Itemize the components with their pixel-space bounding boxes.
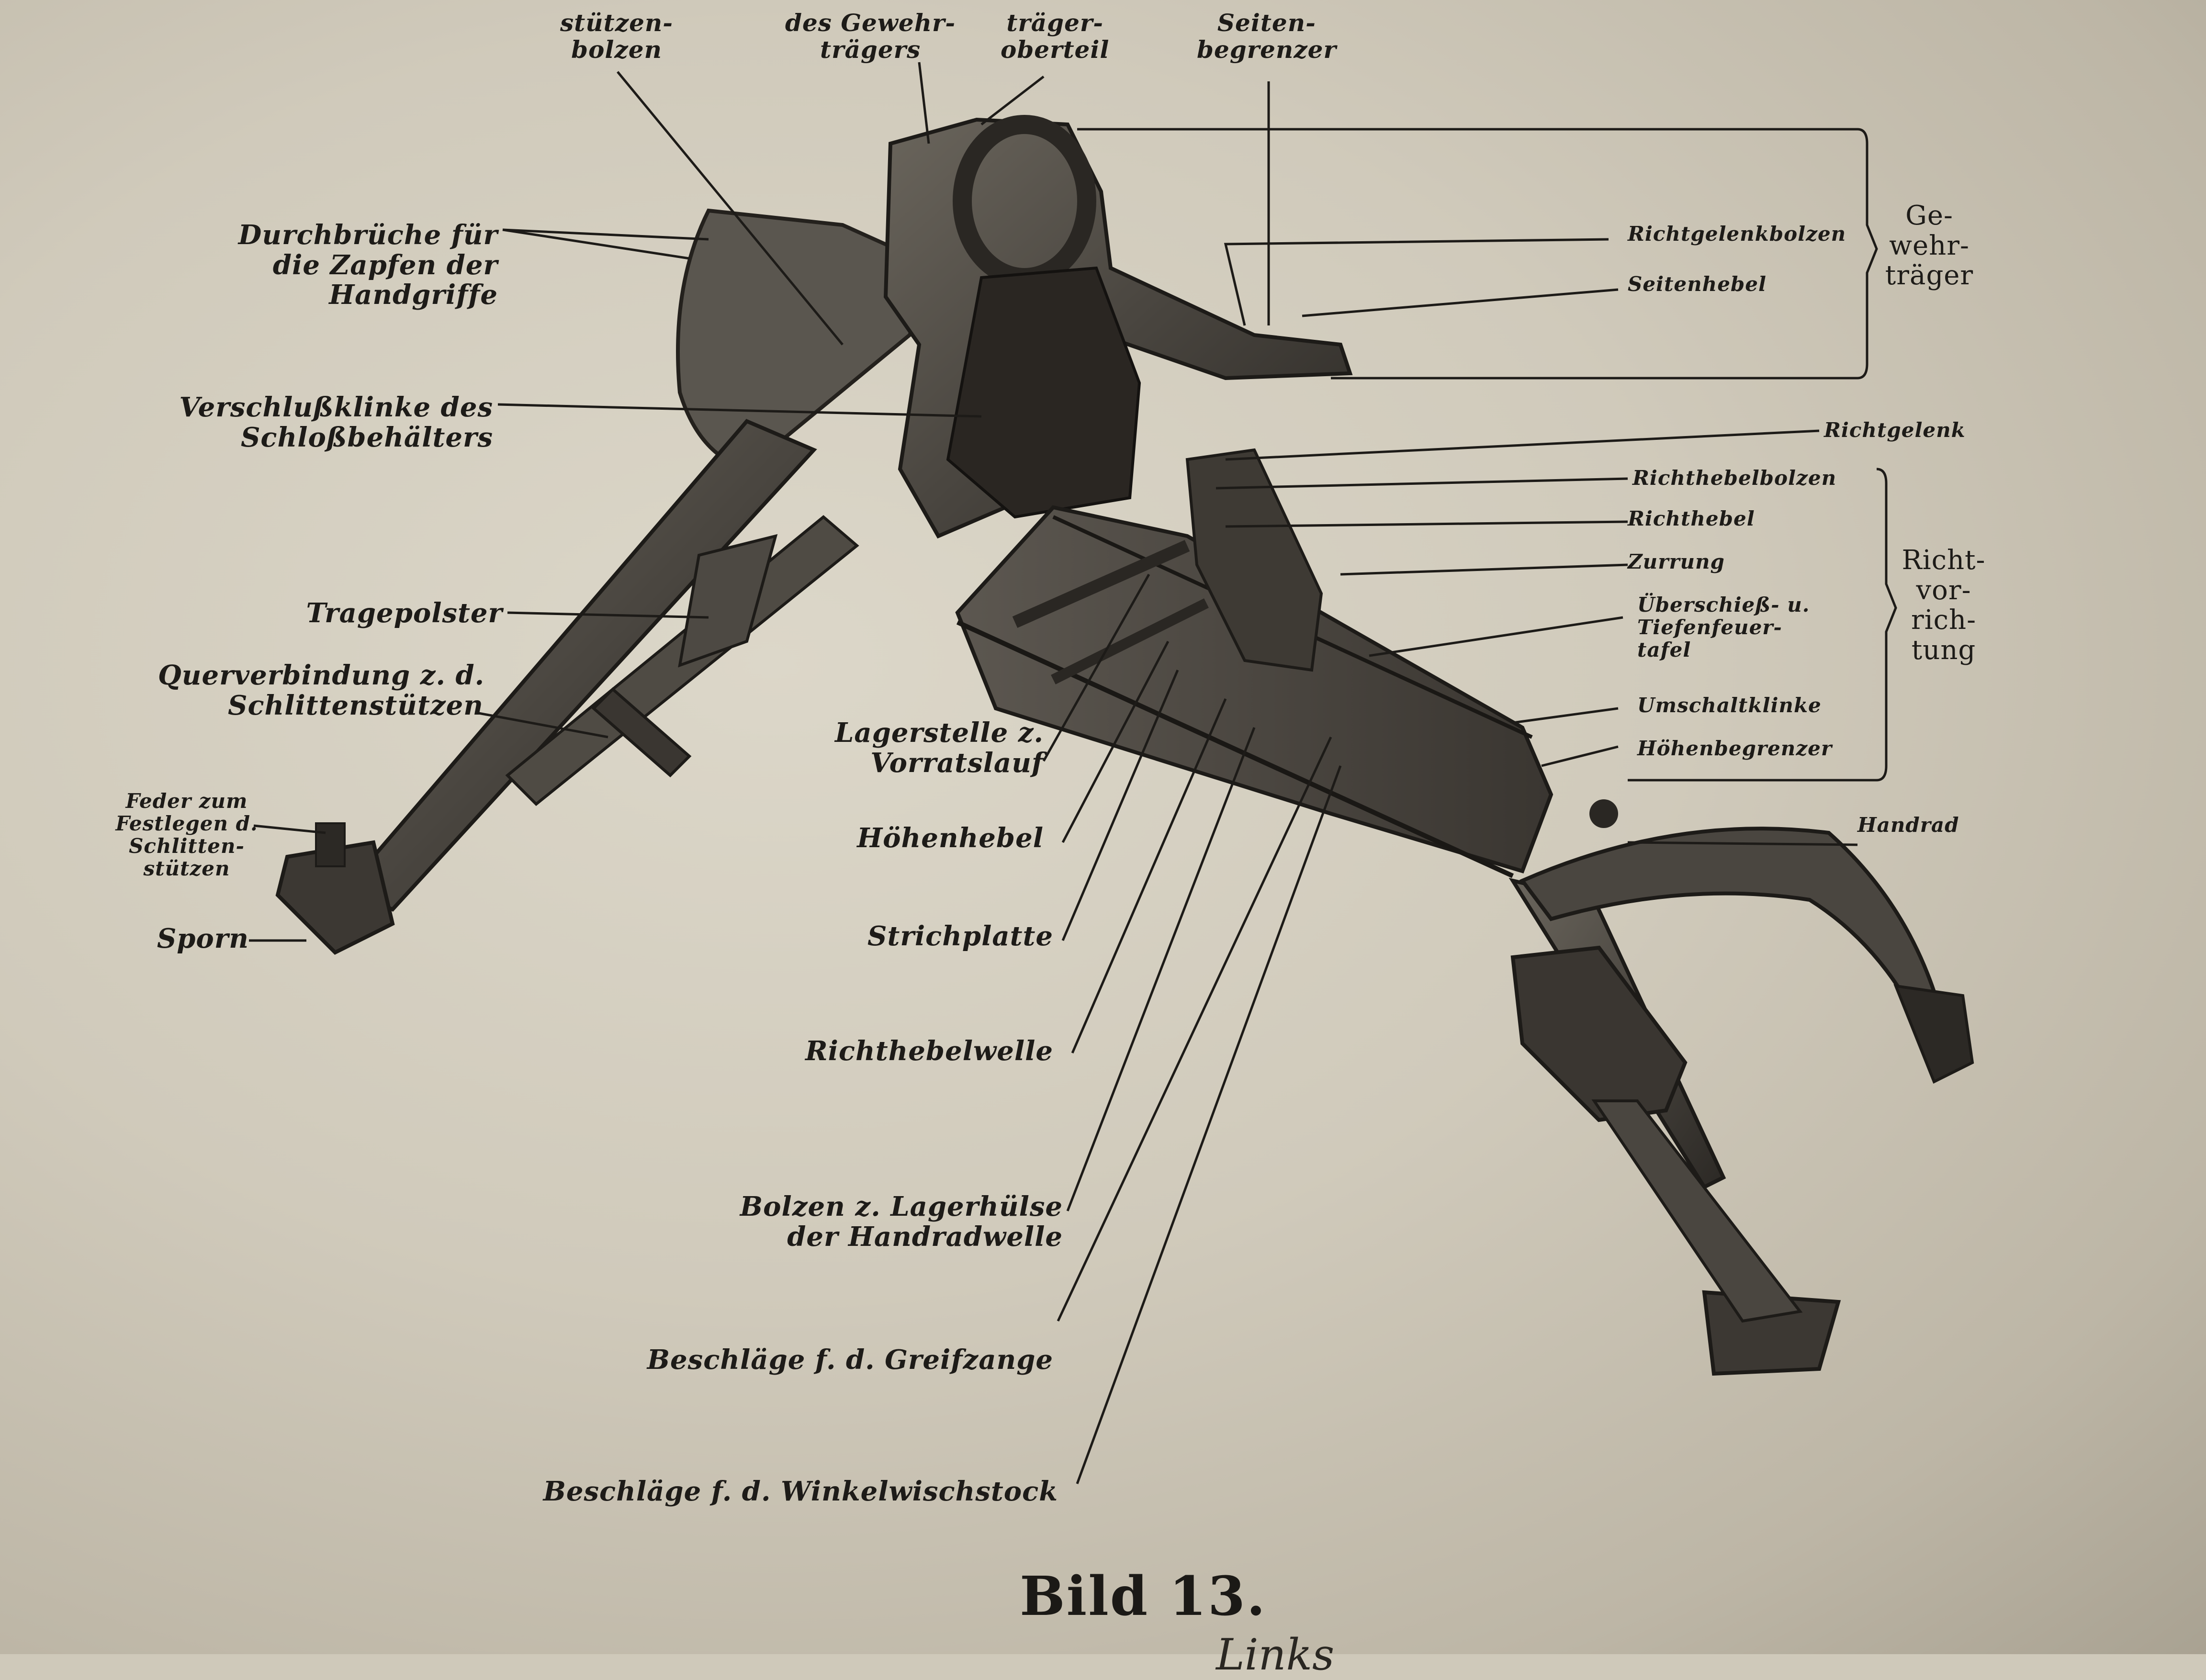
left-rear-leg <box>341 419 817 912</box>
label-beschlaege-greifzange: Beschläge f. d. Greifzange <box>647 1344 1053 1376</box>
label-seitenbegrenzer: Seiten- begrenzer <box>1197 9 1337 64</box>
label-richtvorrichtung-group: Richt- vor- rich- tung <box>1902 545 1986 666</box>
label-ueberschiess: Überschieß- u. Tiefenfeuer- tafel <box>1637 593 1810 662</box>
label-gewehrtraeger-part: des Gewehr- trägers <box>785 9 956 64</box>
label-umschaltklinke: Umschaltklinke <box>1637 694 1822 717</box>
figure-caption: Bild 13. <box>1020 1565 1267 1628</box>
right-rear-foot <box>1893 984 1974 1084</box>
elevation-mechanism <box>1185 448 1323 672</box>
label-seitenhebel: Seitenhebel <box>1628 272 1767 296</box>
label-richtgelenk: Richtgelenk <box>1824 418 1966 442</box>
bracket-richtvorrichtung <box>1628 468 1897 782</box>
label-richthebelwelle: Richthebelwelle <box>805 1035 1053 1067</box>
label-strichplatte: Strichplatte <box>867 920 1053 952</box>
label-lagerstelle: Lagerstelle z. Vorratslauf <box>835 717 1044 779</box>
rail-lower-edge <box>956 620 1514 878</box>
label-zurrung: Zurrung <box>1628 550 1725 573</box>
label-querverbindung: Querverbindung z. d. Schlittenstützen <box>158 660 485 721</box>
bracket-gewehrtraeger <box>1077 128 1878 380</box>
label-durchbrueche: Durchbrüche für die Zapfen der Handgriff… <box>238 219 498 311</box>
rail-brace-1 <box>1012 540 1190 628</box>
label-verschlussklinke: Verschlußklinke des Schloßbehälters <box>179 392 493 453</box>
handwheel-knob <box>1589 799 1618 828</box>
central-block <box>946 266 1141 519</box>
leader-lines <box>249 62 1897 1484</box>
label-bolzen-lagerhuelse: Bolzen z. Lagerhülse der Handradwelle <box>740 1191 1063 1253</box>
label-handrad: Handrad <box>1857 813 1959 837</box>
cross-bar <box>591 687 692 778</box>
rail-brace-2 <box>1051 598 1209 684</box>
left-foot <box>275 840 395 955</box>
caption-continuation: Links <box>1216 1630 1335 1680</box>
label-hoehenbegrenzer: Höhenbegrenzer <box>1637 737 1833 760</box>
label-richthebelbolzen: Richthebelbolzen <box>1632 466 1837 490</box>
front-pad <box>1510 945 1688 1122</box>
label-beschlaege-winkel: Beschläge f. d. Winkelwischstock <box>543 1476 1058 1507</box>
label-sporn: Sporn <box>157 923 249 954</box>
label-traegeroberteil: träger- oberteil <box>1001 9 1110 64</box>
label-stuetzenbolzen: stützen- bolzen <box>560 9 674 64</box>
label-hoehenhebel: Höhenhebel <box>857 822 1044 854</box>
front-lower-leg <box>1591 1099 1803 1323</box>
label-feder: Feder zum Festlegen d. Schlitten- stütze… <box>115 789 258 881</box>
label-richtgelenkbolzen: Richtgelenkbolzen <box>1628 222 1846 246</box>
sled-drawing <box>275 115 1974 1376</box>
carrying-pad <box>678 534 778 668</box>
label-gewehrtraeger-group: Ge- wehr- träger <box>1885 200 1974 291</box>
left-spring <box>315 822 346 867</box>
label-tragepolster: Tragepolster <box>306 597 503 629</box>
label-richthebel: Richthebel <box>1628 507 1755 530</box>
